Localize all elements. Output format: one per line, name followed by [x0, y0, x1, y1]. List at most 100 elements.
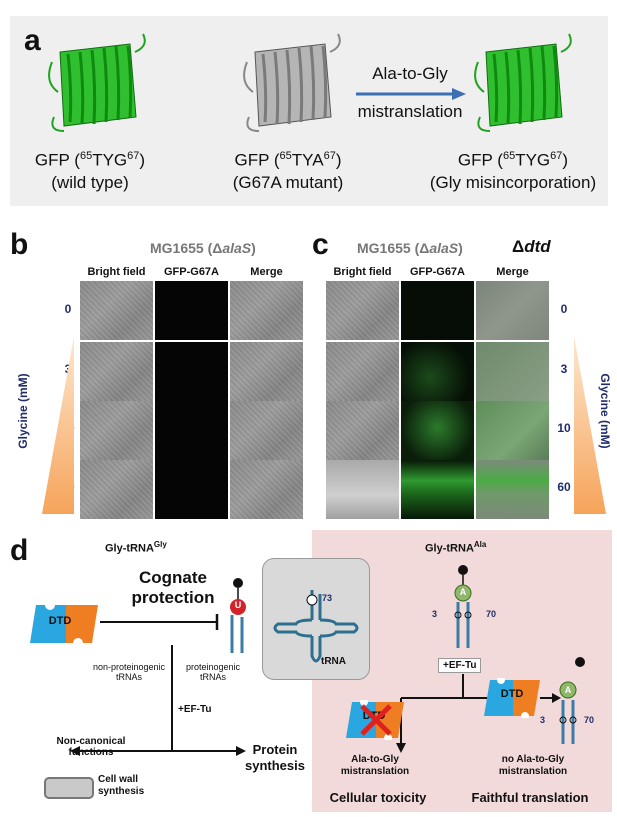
title-pre: Gly-tRNA [425, 542, 474, 555]
strain-post: ) [251, 240, 256, 256]
caption-mutant: GFP (65TYA67) (G67A mutant) [218, 145, 358, 194]
dtd-active-icon [484, 678, 540, 718]
cap-mid: TYG [515, 150, 551, 170]
c-conc-60: 60 [557, 480, 571, 494]
cellular-toxicity-label: Cellular toxicity [329, 790, 427, 805]
cap-line2: (G67A mutant) [232, 172, 344, 192]
panel-c-strain: MG1655 (ΔalaS) [357, 240, 463, 256]
gly-trna-gly-title: Gly-tRNAGly [105, 540, 167, 555]
c-bf-60 [326, 460, 399, 519]
c-header-merge: Merge [496, 266, 529, 278]
b-header-merge: Merge [250, 266, 283, 278]
a-label-top: A [459, 587, 467, 597]
c-header-brightfield: Bright field [333, 266, 392, 278]
b-merge-10 [230, 401, 303, 460]
title-sup: Ala [473, 540, 487, 549]
mistranslation-arrow [356, 88, 466, 100]
b-header-brightfield: Bright field [87, 266, 146, 278]
cell-wall-icon [44, 777, 94, 799]
b-gfp-0 [155, 281, 228, 340]
cell-wall-label: Cell wall synthesis [98, 774, 145, 797]
b-gfp-60 [155, 460, 228, 519]
num3-top: 3 [432, 609, 438, 619]
trna-73: 73 [322, 593, 333, 603]
cognate-line1: Cognate [139, 568, 207, 587]
c-bf-10 [326, 401, 399, 460]
c-ylabel: Glycine (mM) [598, 373, 612, 449]
trna-cloverleaf-icon [273, 590, 359, 663]
strain-pre: MG1655 (Δ [150, 240, 223, 256]
b-gfp-3 [155, 342, 228, 401]
protein-synthesis-label: Protein synthesis [245, 742, 305, 773]
strain-ital: alaS [222, 240, 252, 256]
c-gfp-0 [401, 281, 474, 340]
panel-b-grid [80, 281, 306, 519]
gfp-structure-misincorporation [474, 33, 572, 132]
c-merge-0 [476, 281, 549, 340]
prot-label: proteinogenic tRNAs [185, 662, 241, 682]
cross-icon [360, 704, 392, 736]
num70-right: 70 [584, 715, 595, 725]
panel-c-grid [326, 281, 552, 519]
a-label-right: A [564, 685, 572, 695]
title-sup: Gly [153, 540, 167, 549]
c-conc-0: 0 [560, 302, 568, 316]
arrow-caption: Ala-to-Gly [345, 64, 475, 84]
faithful-translation-label: Faithful translation [471, 790, 589, 805]
c-gfp-3 [401, 342, 474, 401]
cap-post: ) [139, 150, 146, 170]
u-label: U [234, 600, 242, 610]
cognate-line2: protection [131, 588, 215, 607]
cap-line2: (wild type) [51, 172, 129, 192]
c-gfp-60 [401, 460, 474, 519]
c-merge-10 [476, 401, 549, 460]
dtd-label: DTD [48, 615, 72, 627]
eftu-left: +EF-Tu [178, 704, 212, 715]
panel-a-label: a [24, 24, 41, 57]
dtd-delta: Δ [512, 237, 525, 256]
c-gfp-10 [401, 401, 474, 460]
b-bf-0 [80, 281, 153, 340]
trna-deacylated-icon [559, 657, 585, 744]
trna-ala-icon [454, 565, 472, 648]
cap-sup1: 65 [502, 150, 516, 162]
dtd-label-active: DTD [500, 688, 524, 700]
dtd-action-arrow [540, 693, 561, 703]
strain-ital: alaS [429, 240, 459, 256]
b-bf-60 [80, 460, 153, 519]
panel-d-label: d [10, 534, 29, 567]
caption-wildtype: GFP (65TYG67) (wild type) [20, 145, 160, 194]
c-conc-10: 10 [557, 421, 571, 435]
b-ylabel: Glycine (mM) [16, 373, 30, 449]
strain-pre: MG1655 (Δ [357, 240, 430, 256]
arrow-line1: Ala-to-Gly [372, 64, 448, 83]
panel-c-label: c [312, 228, 329, 261]
caption-misincorporation: GFP (65TYG67) (Gly misincorporation) [418, 145, 608, 194]
no-ala-gly-label: no Ala-to-Gly mistranslation [498, 754, 568, 777]
cap-sup2: 67 [550, 150, 563, 162]
b-bf-3 [80, 342, 153, 401]
panel-b-strain: MG1655 (ΔalaS) [150, 240, 256, 256]
b-header-gfp: GFP-G67A [163, 266, 219, 278]
cap-line2: (Gly misincorporation) [429, 172, 597, 192]
num70-top: 70 [486, 609, 497, 619]
b-merge-3 [230, 342, 303, 401]
b-gfp-10 [155, 401, 228, 460]
noncanonical-label: Non-canonical functions [56, 736, 126, 758]
num3-right: 3 [540, 715, 546, 725]
cap-pre: GFP ( [34, 150, 80, 170]
cap-sup2: 67 [127, 150, 140, 162]
b-merge-0 [230, 281, 303, 340]
eftu-right: +EF-Tu [438, 658, 482, 673]
cap-mid: TYG [92, 150, 128, 170]
cap-pre: GFP ( [457, 150, 503, 170]
cap-pre: GFP ( [234, 150, 280, 170]
c-glycine-gradient [574, 336, 606, 514]
nonprot-label: non-proteinogenic tRNAs [92, 662, 166, 682]
strain-post: ) [458, 240, 463, 256]
dtd-enzyme-icon [30, 603, 98, 645]
ala-gly-label: Ala-to-Gly mistranslation [340, 754, 410, 777]
dtd-ital: dtd [524, 237, 551, 256]
title-pre: Gly-tRNA [105, 542, 154, 555]
trna-label: tRNA [321, 656, 346, 667]
